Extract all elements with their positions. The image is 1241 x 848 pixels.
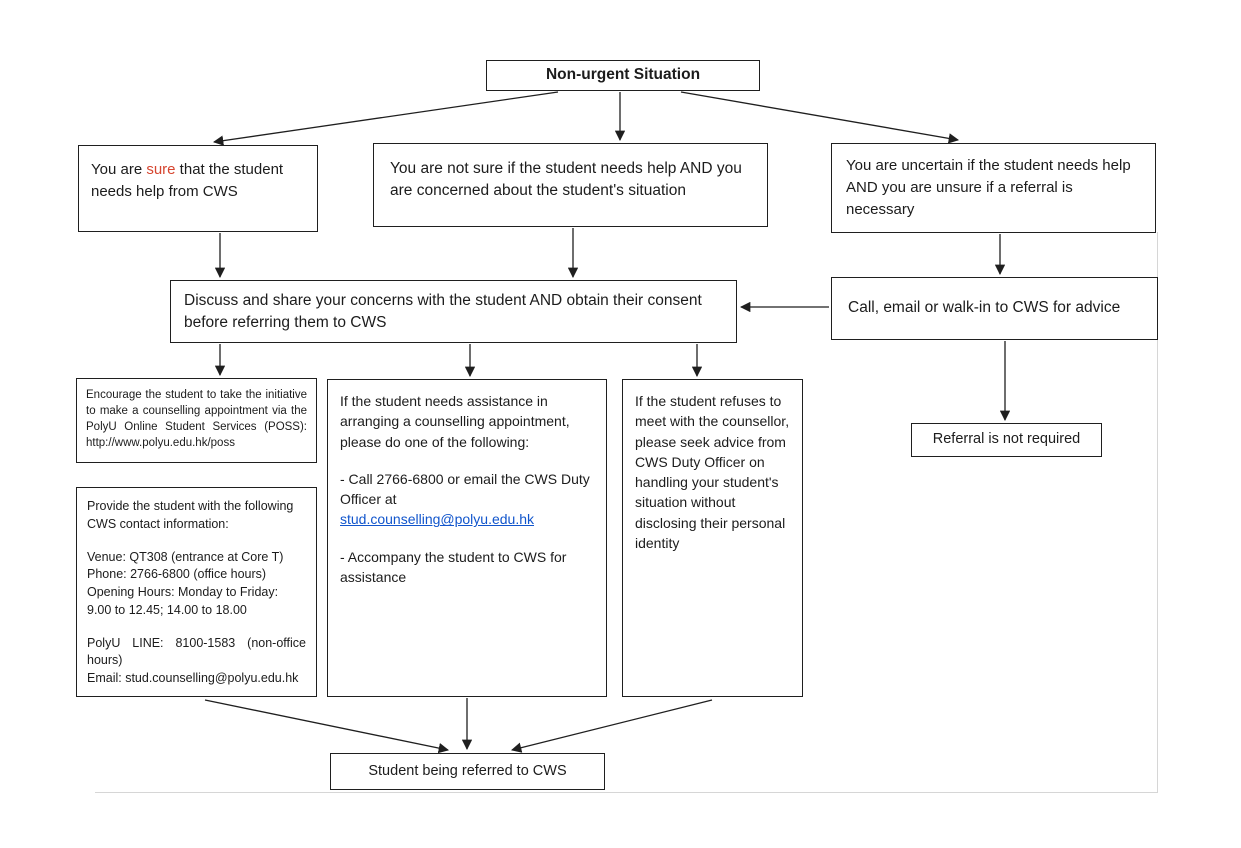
page-edge-bottom (95, 792, 1158, 793)
node-text: Student being referred to CWS (368, 762, 567, 779)
node-text: Call, email or walk-in to CWS for advice (848, 299, 1121, 317)
node-referral-not-required: Referral is not required (911, 423, 1102, 457)
node-text: Discuss and share your concerns with the… (184, 292, 702, 332)
highlighted-word: sure (146, 161, 176, 178)
node-text: You are uncertain if the student needs h… (846, 157, 1131, 218)
node-text: If the student refuses to meet with the … (635, 393, 790, 552)
assistance-option2: - Accompany the student to CWS for assis… (340, 548, 567, 586)
contact-email: Email: stud.counselling@polyu.edu.hk (87, 671, 299, 685)
assistance-intro: If the student needs assistance in arran… (340, 393, 570, 450)
node-text: You are not sure if the student needs he… (390, 160, 742, 200)
contact-phone: Phone: 2766-6800 (office hours) (87, 567, 267, 582)
node-not-sure-concerned: You are not sure if the student needs he… (373, 143, 768, 227)
node-text: Encourage the student to take the initia… (86, 389, 307, 450)
node-student-refuses: If the student refuses to meet with the … (622, 379, 803, 697)
node-text: Referral is not required (932, 431, 1081, 448)
option1-text: - Call 2766-6800 or email the CWS Duty O… (340, 470, 590, 508)
node-uncertain-referral: You are uncertain if the student needs h… (831, 143, 1156, 233)
contact-intro: Provide the student with the following C… (87, 499, 294, 531)
arrow (212, 91, 559, 146)
arrow (680, 91, 960, 144)
contact-hours-value: 9.00 to 12.45; 14.00 to 18.00 (87, 602, 247, 617)
node-text: You are (91, 161, 147, 178)
node-sure-student-needs-help: You are sure that the student needs help… (78, 145, 318, 232)
assistance-option1: - Call 2766-6800 or email the CWS Duty O… (340, 469, 594, 530)
node-call-email-walkin: Call, email or walk-in to CWS for advice (831, 277, 1158, 340)
arrow (510, 699, 713, 753)
node-provide-contact-info: Provide the student with the following C… (76, 487, 317, 697)
node-encourage-poss-appointment: Encourage the student to take the initia… (76, 378, 317, 463)
arrow (204, 699, 450, 754)
cws-email-link[interactable]: stud.counselling@polyu.edu.hk (340, 511, 535, 528)
node-student-referred-to-cws: Student being referred to CWS (330, 753, 605, 790)
contact-venue: Venue: QT308 (entrance at Core T) (87, 549, 284, 564)
node-discuss-share-concerns: Discuss and share your concerns with the… (170, 280, 737, 343)
contact-hours-label: Opening Hours: Monday to Friday: (87, 585, 279, 599)
node-assistance-options: If the student needs assistance in arran… (327, 379, 607, 697)
node-title: Non-urgent Situation (545, 66, 701, 84)
contact-line-phone: PolyU LINE: 8100-1583 (non-office hours) (87, 635, 306, 668)
page-edge-right (1157, 232, 1158, 792)
node-non-urgent-situation: Non-urgent Situation (486, 60, 760, 91)
node-text: that the student needs help from CWS (91, 161, 284, 200)
